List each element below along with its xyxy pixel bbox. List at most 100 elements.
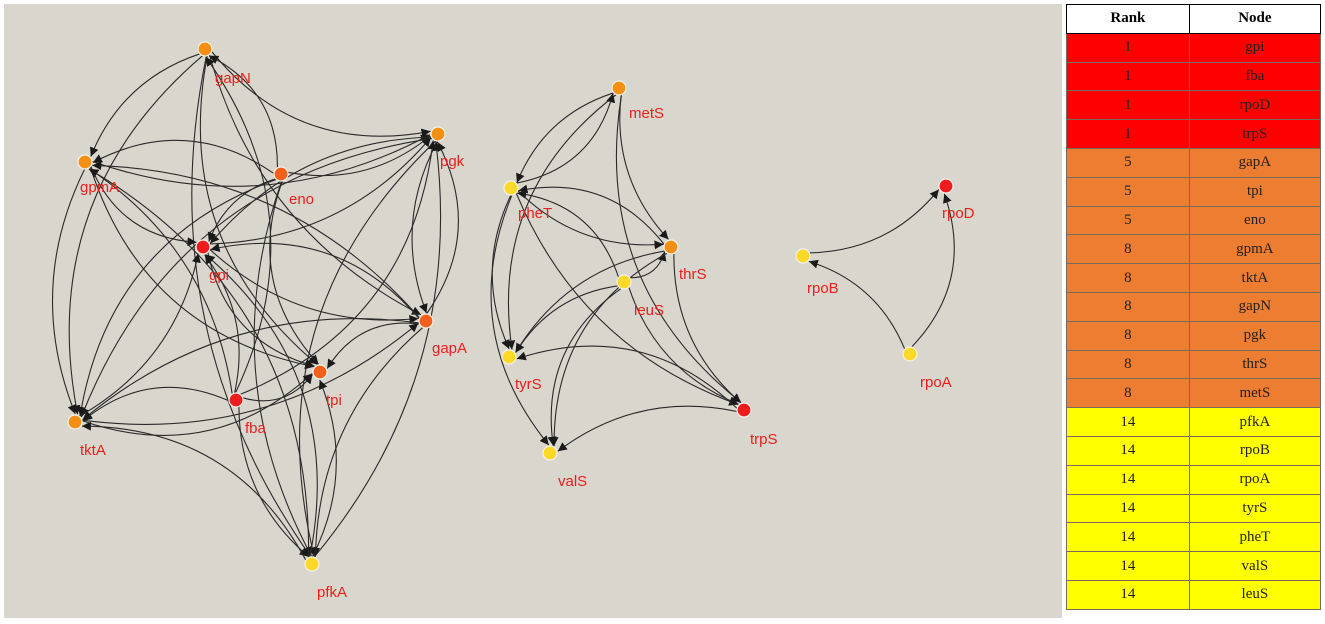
edge-gapN-tpi: [199, 55, 318, 365]
node-circle[interactable]: [663, 239, 679, 255]
edge-eno-gapN: [208, 55, 278, 169]
rank-cell: 1: [1066, 90, 1190, 121]
node-pheT[interactable]: pheT: [503, 180, 552, 222]
edge-rpoA-rpoD: [911, 193, 955, 348]
node-circle[interactable]: [195, 239, 211, 255]
node-pgk[interactable]: pgk: [430, 126, 465, 170]
node-circle[interactable]: [312, 364, 328, 380]
node-rpoD[interactable]: rpoD: [938, 178, 975, 222]
node-cell: rpoA: [1188, 464, 1322, 495]
rank-cell: 8: [1066, 234, 1190, 265]
edge-tktA-tpi: [81, 373, 313, 436]
node-circle[interactable]: [938, 178, 954, 194]
edge-leuS-trpS: [628, 286, 739, 405]
edge-thrS-trpS: [673, 253, 742, 404]
node-pfkA[interactable]: pfkA: [304, 556, 347, 601]
edge-eno-pgk: [287, 135, 431, 177]
edge-pgk-gapA: [411, 140, 439, 314]
edge-fba-pgk: [239, 140, 437, 395]
node-tpi[interactable]: tpi: [312, 364, 342, 409]
node-label: metS: [629, 105, 664, 122]
node-fba[interactable]: fba: [228, 392, 267, 437]
node-metS[interactable]: metS: [611, 80, 664, 122]
node-cell: eno: [1188, 205, 1322, 236]
node-cell: gpi: [1188, 32, 1322, 63]
edge-pheT-tyrS: [491, 194, 512, 350]
edge-fba-gapN: [205, 56, 272, 394]
edge-trpS-tyrS: [516, 345, 738, 409]
node-cell: fba: [1188, 61, 1322, 92]
edge-metS-trpS: [615, 94, 742, 403]
edge-leuS-pheT: [517, 189, 620, 278]
node-circle[interactable]: [197, 41, 213, 57]
edge-trpS-valS: [557, 405, 738, 452]
node-circle[interactable]: [418, 313, 434, 329]
node-circle[interactable]: [902, 346, 918, 362]
node-cell: rpoD: [1188, 90, 1322, 121]
node-circle[interactable]: [542, 445, 558, 461]
edge-gpi-pgk: [209, 137, 432, 245]
node-thrS[interactable]: thrS: [663, 239, 707, 283]
node-label: eno: [289, 191, 314, 208]
edge-eno-pfkA: [253, 180, 312, 557]
node-circle[interactable]: [228, 392, 244, 408]
node-circle[interactable]: [501, 349, 517, 365]
node-rpoB[interactable]: rpoB: [795, 248, 839, 297]
edge-pfkA-tpi: [311, 379, 337, 558]
rank-cell: 14: [1066, 522, 1190, 553]
node-trpS[interactable]: trpS: [736, 402, 778, 448]
node-gapN[interactable]: gapN: [197, 41, 251, 87]
node-circle[interactable]: [67, 414, 83, 430]
node-circle[interactable]: [77, 154, 93, 170]
node-circle[interactable]: [616, 274, 632, 290]
node-rpoA[interactable]: rpoA: [902, 346, 952, 391]
node-circle[interactable]: [273, 166, 289, 182]
rank-column-header: Rank: [1066, 4, 1190, 34]
node-circle[interactable]: [430, 126, 446, 142]
node-eno[interactable]: eno: [273, 166, 314, 208]
node-cell: gpmA: [1188, 234, 1322, 265]
node-tktA[interactable]: tktA: [67, 414, 106, 459]
edge-gapN-gapA: [208, 54, 422, 316]
edge-fba-tktA: [82, 386, 230, 422]
node-cell: pheT: [1188, 522, 1322, 553]
node-cell: gapA: [1188, 147, 1322, 178]
rank-cell: 5: [1066, 176, 1190, 207]
edge-pgk-pfkA: [299, 140, 437, 557]
node-circle[interactable]: [795, 248, 811, 264]
node-gpmA[interactable]: gpmA: [77, 154, 119, 196]
edge-gapA-pgk: [425, 141, 459, 315]
node-gpi[interactable]: gpi: [195, 239, 229, 284]
node-circle[interactable]: [503, 180, 519, 196]
edge-gapN-pgk: [211, 51, 431, 138]
node-circle[interactable]: [736, 402, 752, 418]
node-label: tyrS: [515, 376, 542, 393]
edge-gapA-tktA: [82, 318, 420, 421]
node-circle[interactable]: [611, 80, 627, 96]
edge-rpoA-rpoB: [808, 259, 906, 350]
node-label: rpoB: [807, 280, 839, 297]
edge-pfkA-pgk: [313, 141, 442, 558]
rank-cell: 5: [1066, 205, 1190, 236]
node-leuS[interactable]: leuS: [616, 274, 664, 319]
node-valS[interactable]: valS: [542, 445, 587, 490]
network-graph: gapN pgk gpmA eno gpi gapA tpi fba tktA pfkA metS p…: [51, 41, 975, 601]
rank-cell: 14: [1066, 407, 1190, 437]
node-circle[interactable]: [304, 556, 320, 572]
node-tyrS[interactable]: tyrS: [501, 349, 542, 393]
node-gapA[interactable]: gapA: [418, 313, 467, 357]
rank-cell: 14: [1066, 579, 1190, 610]
rank-cell: 8: [1066, 263, 1190, 293]
node-label: pgk: [440, 153, 465, 170]
node-label: gapA: [432, 340, 467, 357]
